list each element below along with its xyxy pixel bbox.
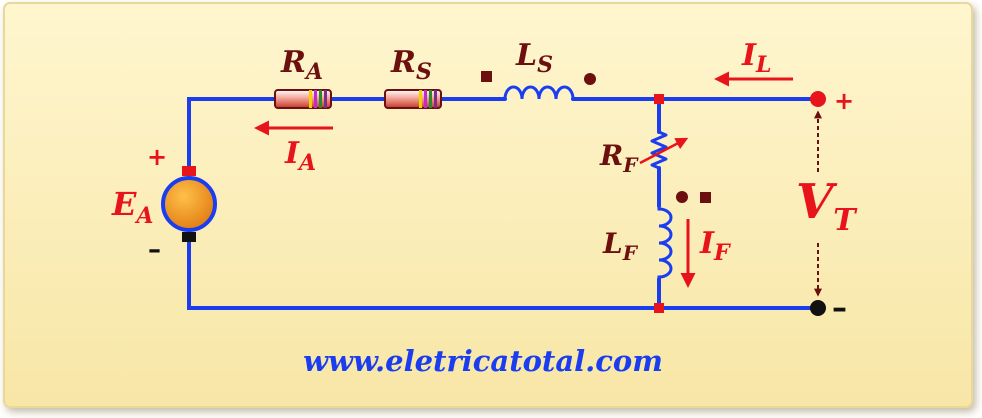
label-rs-main: R xyxy=(390,45,416,80)
inductor-lf-icon xyxy=(657,206,673,279)
label-ia-sub: A xyxy=(297,150,316,176)
polarity-square-lf-icon xyxy=(700,192,711,203)
label-lf-main: L xyxy=(602,227,623,260)
label-ra-sub: A xyxy=(304,59,323,85)
label-if: IF xyxy=(699,226,731,266)
ea-plus-sign: + xyxy=(147,143,167,171)
label-vt: VT xyxy=(796,174,858,238)
terminal-negative-icon xyxy=(810,300,826,316)
polarity-square-ls-icon xyxy=(481,71,492,82)
label-il: IL xyxy=(741,38,772,78)
variable-resistor-rf-icon xyxy=(639,130,689,170)
junction-bottom-node xyxy=(654,303,664,313)
terminal-positive-icon xyxy=(810,91,826,107)
inductor-ls-icon xyxy=(503,85,575,100)
vt-minus-sign: – xyxy=(832,291,847,326)
label-ls-main: L xyxy=(515,38,537,73)
circuit-wires xyxy=(187,97,820,310)
resistor-rs-icon xyxy=(384,89,442,109)
label-ls-sub: S xyxy=(537,52,553,78)
label-rf-main: R xyxy=(599,139,623,172)
label-il-sub: L xyxy=(755,52,771,78)
label-if-sub: F xyxy=(713,240,731,266)
label-ia-main: I xyxy=(284,136,300,171)
label-ea: EA xyxy=(111,185,153,229)
label-il-main: I xyxy=(741,38,757,73)
label-ra-main: R xyxy=(280,45,306,80)
junction-top-node xyxy=(654,94,664,104)
label-lf-sub: F xyxy=(622,241,639,265)
label-ra: RA xyxy=(280,45,323,85)
label-vt-main: V xyxy=(796,174,838,230)
label-rf-sub: F xyxy=(622,153,639,177)
footer-url: www.eletricatotal.com xyxy=(303,344,663,378)
label-ia: IA xyxy=(284,136,316,176)
label-lf: LF xyxy=(602,227,639,265)
resistor-ra-icon xyxy=(274,89,332,109)
label-ea-main: E xyxy=(111,185,137,223)
label-ls: LS xyxy=(515,38,553,78)
label-ea-sub: A xyxy=(134,203,153,229)
dc-source-ea-icon xyxy=(161,166,217,242)
label-if-main: I xyxy=(699,226,715,261)
ea-minus-sign: – xyxy=(148,235,161,265)
label-rs-sub: S xyxy=(416,59,432,85)
label-rs: RS xyxy=(390,45,432,85)
vt-plus-sign: + xyxy=(834,87,854,115)
label-vt-sub: T xyxy=(833,203,858,238)
polarity-dot-ls-icon xyxy=(584,73,596,85)
polarity-dot-lf-icon xyxy=(676,191,688,203)
label-rf: RF xyxy=(599,139,639,177)
